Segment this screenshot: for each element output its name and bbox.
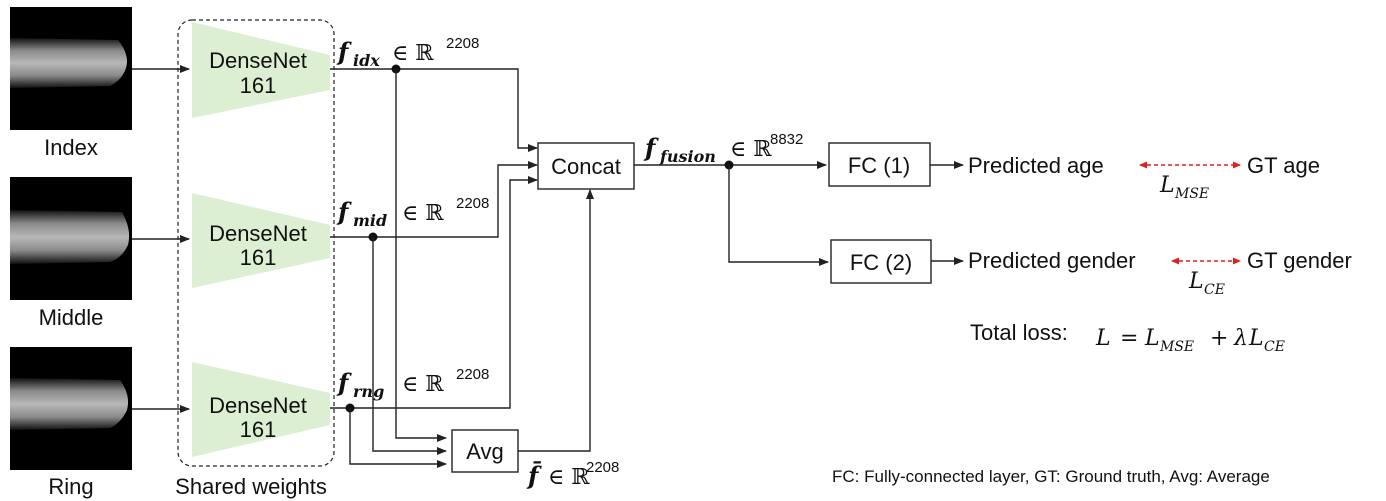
predicted-age: Predicted age: [968, 153, 1104, 178]
finger-image-ring: [10, 347, 132, 470]
svg-text:L: L: [1095, 326, 1111, 351]
svg-text:MSE: MSE: [1159, 339, 1194, 355]
densenet-block-3: DenseNet 161: [192, 362, 330, 457]
svg-text:idx: idx: [353, 51, 380, 70]
svg-text:f: f: [336, 197, 352, 226]
input-label-index: Index: [44, 135, 98, 160]
feature-label-idx: f idx ∈ ℝ 2208: [336, 35, 479, 70]
svg-text:L: L: [1188, 269, 1204, 294]
densenet-name: DenseNet: [209, 393, 307, 418]
feature-label-mid: f mid ∈ ℝ 2208: [336, 195, 489, 230]
svg-text:∈ ℝ: ∈ ℝ: [402, 201, 444, 226]
svg-text:2208: 2208: [446, 35, 479, 52]
densenet-name: DenseNet: [209, 221, 307, 246]
svg-text:CE: CE: [1204, 282, 1225, 298]
avg-label: Avg: [466, 439, 504, 464]
svg-text:L: L: [1159, 173, 1175, 198]
svg-text:rng: rng: [353, 382, 384, 401]
fc2-label: FC (2): [850, 250, 912, 275]
svg-text:∈ ℝ: ∈ ℝ: [402, 372, 444, 397]
input-label-ring: Ring: [48, 474, 93, 499]
densenet-depth: 161: [240, 417, 277, 442]
finger-image-index: [10, 7, 132, 130]
fc1-block: [828, 142, 931, 187]
svg-text:∈ ℝ: ∈ ℝ: [730, 137, 772, 162]
footnote: FC: Fully-connected layer, GT: Ground tr…: [832, 467, 1270, 486]
svg-text:2208: 2208: [456, 366, 489, 383]
svg-text:λ: λ: [1233, 326, 1248, 351]
svg-text:∈ ℝ: ∈ ℝ: [548, 465, 590, 490]
feature-label-rng: f rng ∈ ℝ 2208: [336, 366, 489, 401]
feature-routing-lines: [330, 64, 594, 468]
svg-text:+: +: [1210, 326, 1228, 351]
svg-text:mid: mid: [353, 211, 387, 230]
fusion-routing-lines: [634, 160, 829, 266]
fc2-block: [830, 239, 932, 284]
svg-text:2208: 2208: [586, 459, 619, 476]
svg-text:MSE: MSE: [1174, 186, 1209, 202]
concat-label: Concat: [551, 154, 621, 179]
svg-text:f: f: [336, 368, 352, 397]
feature-label-avg: f̄ ∈ ℝ 2208: [526, 459, 619, 490]
densenet-depth: 161: [240, 245, 277, 270]
fc1-label: FC (1): [848, 153, 910, 178]
svg-text:CE: CE: [1264, 339, 1285, 355]
svg-text:fusion: fusion: [659, 147, 716, 166]
svg-text:f: f: [336, 37, 352, 66]
gt-age: GT age: [1247, 153, 1320, 178]
svg-text:L: L: [1144, 326, 1160, 351]
svg-text:f̄: f̄: [526, 461, 542, 490]
svg-text:Total loss:: Total loss:: [970, 320, 1068, 345]
avg-block: [451, 429, 519, 473]
finger-image-middle: [10, 177, 132, 300]
densenet-depth: 161: [240, 73, 277, 98]
input-label-middle: Middle: [39, 305, 104, 330]
svg-text:2208: 2208: [456, 195, 489, 212]
gt-gender: GT gender: [1247, 248, 1352, 273]
concat-block: [537, 142, 635, 190]
predicted-gender: Predicted gender: [968, 248, 1136, 273]
shared-weights-label: Shared weights: [175, 474, 327, 499]
densenet-block-2: DenseNet 161: [192, 193, 330, 288]
svg-text:=: =: [1120, 326, 1138, 351]
densenet-name: DenseNet: [209, 48, 307, 73]
svg-text:8832: 8832: [770, 131, 803, 148]
svg-text:f: f: [643, 133, 659, 162]
mse-loss-label: L MSE: [1159, 173, 1209, 202]
densenet-block-1: DenseNet 161: [192, 22, 330, 118]
ce-loss-label: L CE: [1188, 269, 1225, 298]
total-loss-equation: Total loss: L = L MSE + λ L CE: [970, 320, 1285, 355]
svg-text:L: L: [1248, 326, 1264, 351]
svg-text:∈ ℝ: ∈ ℝ: [392, 41, 434, 66]
feature-label-fusion: f fusion ∈ ℝ 8832: [643, 131, 803, 166]
shared-weights-box: [177, 19, 335, 467]
